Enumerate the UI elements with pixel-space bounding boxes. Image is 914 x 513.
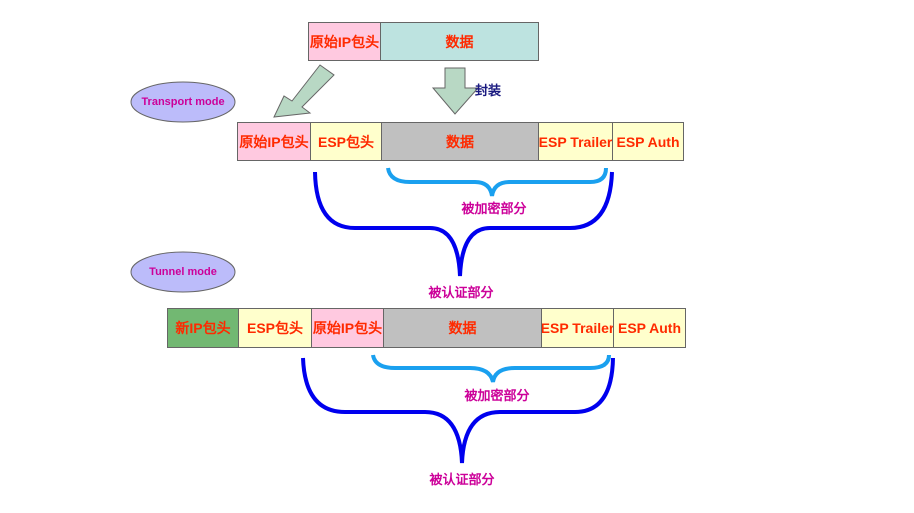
tunnel-authenticated-label: 被认证部分 [429, 472, 495, 487]
transport-esp-trailer: ESP Trailer [538, 122, 613, 161]
tunnel-mode-ellipse [130, 251, 236, 293]
tunnel-original-ip-header: 原始IP包头 [311, 308, 384, 348]
encapsulate-label: 封装 [475, 83, 502, 98]
tunnel-data: 数据 [383, 308, 542, 348]
down-arrow-icon [431, 67, 480, 115]
transport-authenticated-label: 被认证部分 [428, 285, 494, 300]
transport-esp-auth: ESP Auth [612, 122, 684, 161]
tunnel-new-ip-header: 新IP包头 [167, 308, 239, 348]
transport-data: 数据 [381, 122, 539, 161]
transport-ip-header: 原始IP包头 [237, 122, 311, 161]
transport-mode-ellipse [130, 81, 236, 123]
tunnel-esp-auth: ESP Auth [613, 308, 686, 348]
transport-mode-label: Transport mode [141, 96, 225, 108]
tunnel-mode-label: Tunnel mode [149, 266, 217, 278]
transport-esp-header: ESP包头 [310, 122, 382, 161]
transport-encrypted-label: 被加密部分 [461, 201, 527, 216]
original-ip-header-block: 原始IP包头 [308, 22, 381, 61]
tunnel-esp-trailer: ESP Trailer [541, 308, 614, 348]
diagonal-arrow-icon [273, 64, 335, 118]
tunnel-encrypted-label: 被加密部分 [464, 388, 530, 403]
transport-authenticated-brace [313, 171, 614, 277]
tunnel-encrypted-brace [371, 354, 611, 383]
tunnel-esp-header: ESP包头 [238, 308, 312, 348]
tunnel-authenticated-brace [301, 357, 615, 464]
transport-encrypted-brace [386, 167, 608, 197]
original-data-block: 数据 [380, 22, 539, 61]
